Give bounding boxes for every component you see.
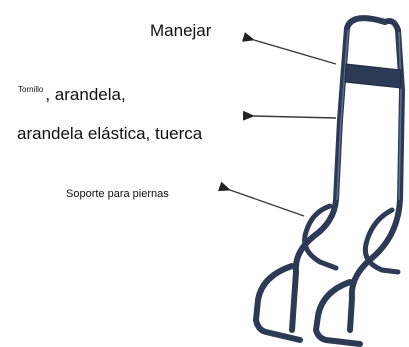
arrow-leg-support xyxy=(217,181,305,217)
frame-rear-foot xyxy=(313,279,363,347)
arrow-bolt xyxy=(242,110,337,121)
label-bolt-line2: arandela elástica, tuerca xyxy=(17,124,203,143)
leg-support-front-loop xyxy=(302,203,339,271)
label-bolt-small: Tornillo xyxy=(18,85,44,94)
label-bolt-washer: , arandela, xyxy=(45,85,126,104)
arrow-handle xyxy=(242,32,337,65)
label-leg-support: Soporte para piernas xyxy=(66,188,169,200)
label-bolt-line1: Tornillo, arandela, xyxy=(18,85,126,104)
frame-rear-rail xyxy=(347,18,405,333)
frame-front-rail-highlight xyxy=(336,29,349,201)
frame-front-foot xyxy=(253,263,303,343)
leg-support-rear-loop xyxy=(362,207,401,275)
label-handle: Manejar xyxy=(150,21,212,40)
frame-rear-rail-highlight xyxy=(398,31,402,201)
handle-crossbar xyxy=(344,63,402,89)
frame-front-rail xyxy=(289,15,388,333)
